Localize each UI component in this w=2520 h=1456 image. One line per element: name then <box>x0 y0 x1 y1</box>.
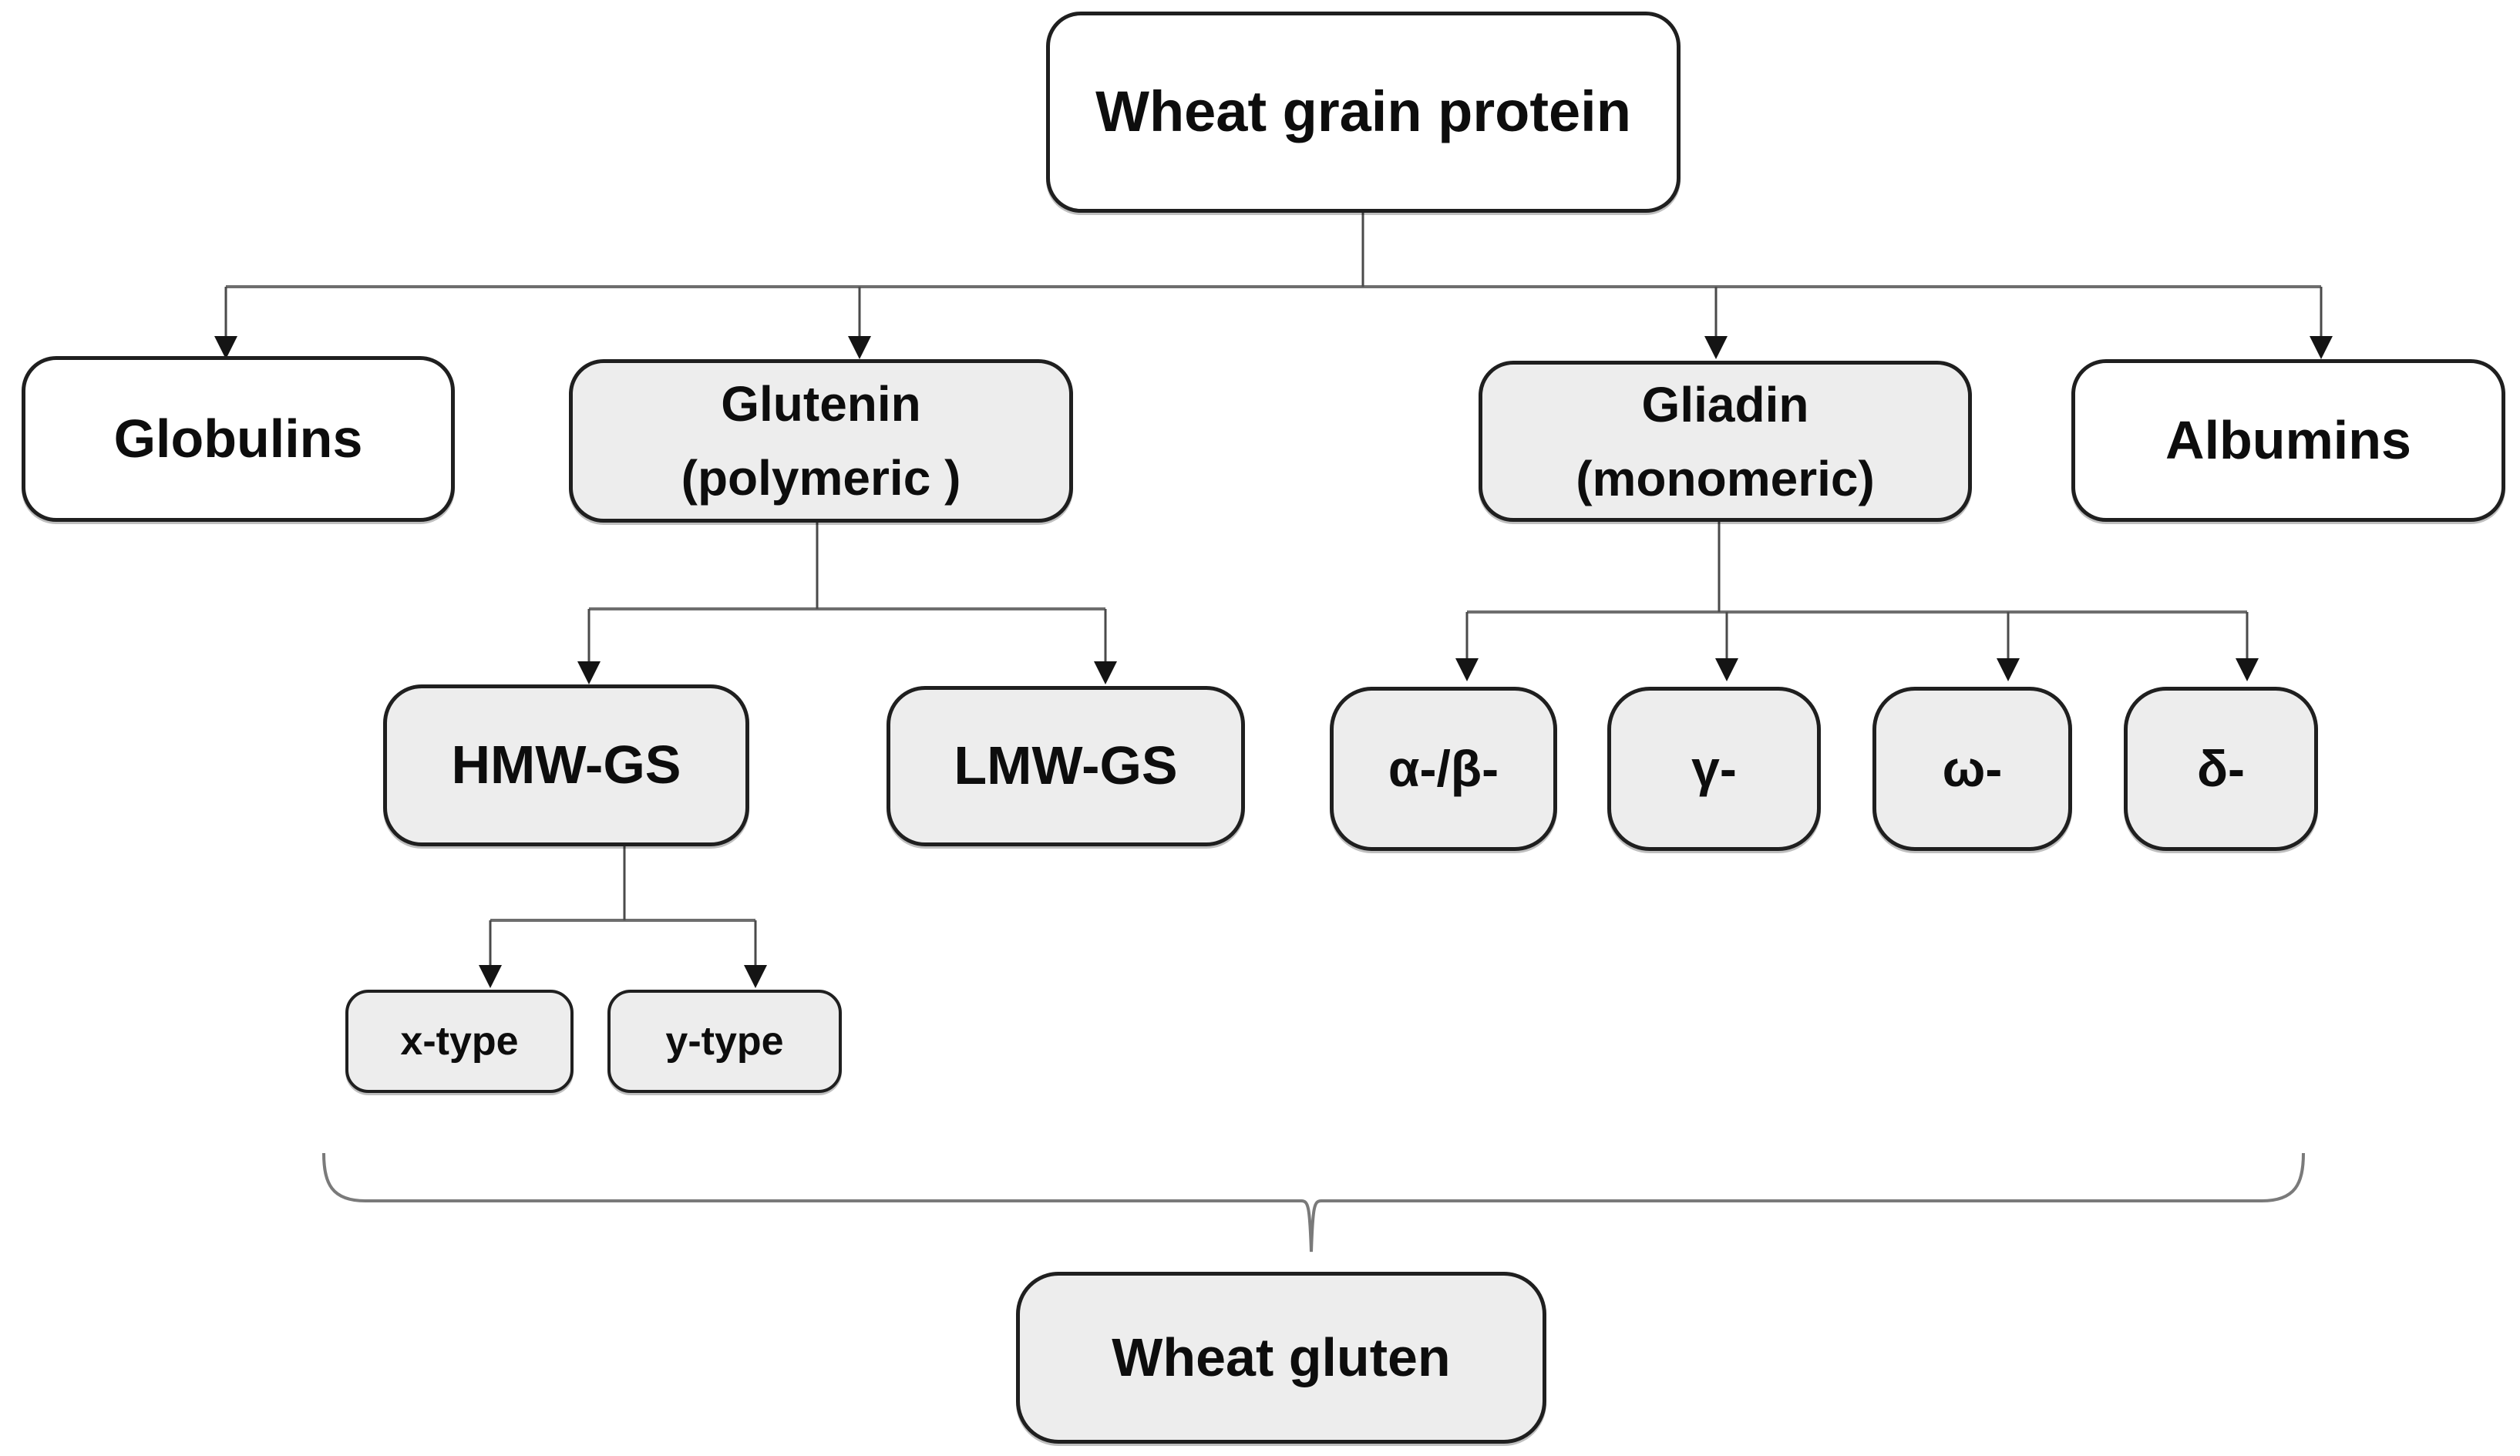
node-y-type: y-type <box>607 990 842 1093</box>
arrow-down-icon <box>1455 658 1479 681</box>
node-wheat-gluten: Wheat gluten <box>1016 1272 1546 1444</box>
node-label: Glutenin <box>721 376 921 432</box>
node-sublabel: (monomeric) <box>1576 450 1875 506</box>
arrow-down-icon <box>848 336 871 359</box>
arrow-down-icon <box>744 965 767 988</box>
node-label: Wheat grain protein <box>1095 79 1631 144</box>
node-label: α-/β- <box>1388 740 1499 798</box>
node-omega-gliadin: ω- <box>1872 687 2072 851</box>
node-gamma-gliadin: γ- <box>1607 687 1821 851</box>
node-gliadin: Gliadin (monomeric) <box>1479 361 1972 522</box>
node-sublabel: (polymeric ) <box>681 450 961 506</box>
node-label: Albumins <box>2165 409 2411 470</box>
node-alpha-beta-gliadin: α-/β- <box>1330 687 1557 851</box>
node-label: HMW-GS <box>451 735 681 795</box>
node-label: δ- <box>2196 740 2245 798</box>
arrowheads <box>214 336 2333 988</box>
arrow-down-icon <box>1704 336 1728 359</box>
arrow-down-icon <box>1997 658 2020 681</box>
node-hmw-gs: HMW-GS <box>383 684 749 846</box>
node-label: Globulins <box>113 408 363 469</box>
arrow-down-icon <box>1715 658 1738 681</box>
node-glutenin: Glutenin (polymeric ) <box>569 359 1073 523</box>
vertical-connectors <box>224 213 2323 967</box>
node-label: Gliadin <box>1641 376 1809 432</box>
node-label: Wheat gluten <box>1112 1327 1451 1387</box>
node-delta-gliadin: δ- <box>2124 687 2318 851</box>
node-albumins: Albumins <box>2071 359 2505 522</box>
node-label: ω- <box>1942 740 2003 798</box>
curly-brace <box>322 1152 2305 1253</box>
node-label: x-type <box>400 1018 519 1064</box>
node-label: y-type <box>665 1018 784 1064</box>
arrow-down-icon <box>2236 658 2259 681</box>
arrow-down-icon <box>577 661 601 684</box>
arrow-down-icon <box>479 965 502 988</box>
arrow-down-icon <box>2310 336 2333 359</box>
node-label: LMW-GS <box>954 735 1178 796</box>
node-wheat-grain-protein: Wheat grain protein <box>1046 12 1681 213</box>
arrow-down-icon <box>1094 661 1117 684</box>
node-lmw-gs: LMW-GS <box>887 686 1245 846</box>
node-label: γ- <box>1691 740 1737 798</box>
node-globulins: Globulins <box>22 356 455 522</box>
node-x-type: x-type <box>345 990 574 1093</box>
